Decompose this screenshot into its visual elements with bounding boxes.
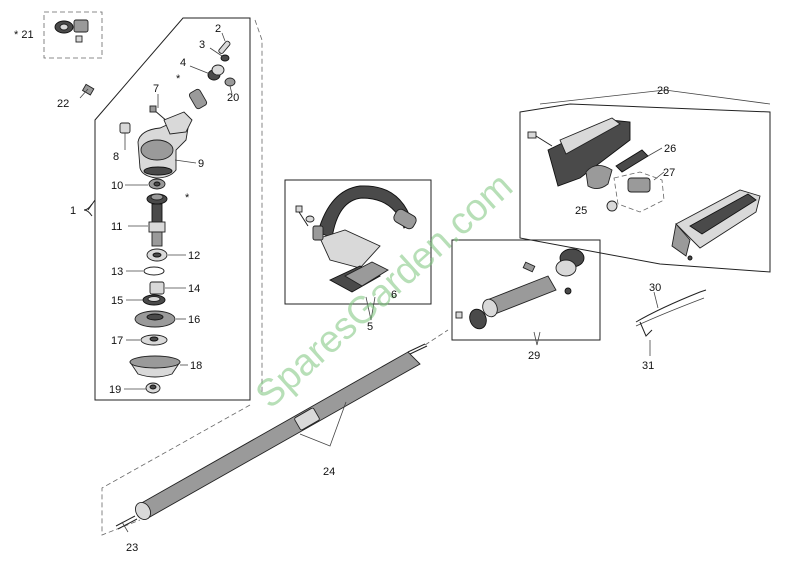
throttle-housing-right [671, 189, 761, 261]
clamp-icon [522, 248, 585, 295]
loop-handle-icon [317, 185, 417, 269]
callout-19: 19 [109, 384, 121, 396]
clamp-group-frame [451, 239, 601, 341]
callout-7: 7 [153, 83, 159, 95]
callout-11: 11 [111, 221, 122, 233]
callout-15: 15 [111, 295, 123, 307]
part-11-spindle [128, 203, 166, 247]
leader-5 [365, 296, 376, 321]
callout-5: 5 [367, 321, 373, 333]
throttle-group-frame [519, 103, 771, 273]
callout-16: 16 [188, 314, 200, 326]
leader-30 [653, 291, 659, 309]
callout-8: 8 [113, 151, 119, 163]
callout-26: 26 [664, 143, 676, 155]
shaft-dash-left [101, 404, 251, 536]
part-12-icon [146, 248, 186, 262]
handle-bolt-icon [295, 205, 324, 241]
handle-group-frame [284, 179, 432, 305]
dash-centerline [254, 19, 263, 395]
callout-31: 31 [642, 360, 654, 372]
leader-28 [539, 89, 771, 105]
part-27-dashed-group [613, 171, 665, 213]
part-2-icon [218, 32, 231, 54]
callout-1: 1 [70, 205, 76, 217]
throttle-housing-left [527, 117, 631, 187]
callout-23: 23 [126, 542, 138, 554]
part-3-icon [209, 47, 230, 62]
callout-18: 18 [190, 360, 202, 372]
part-23-icon [115, 515, 138, 533]
part-24-shaft-tube [135, 343, 428, 520]
callout-29: 29 [528, 350, 540, 362]
callout-4: 4 [180, 57, 186, 69]
gearhead-bracket [83, 203, 93, 217]
asterisk-top: * [176, 73, 181, 85]
shaft-dash-right [424, 329, 449, 346]
callout-27: 27 [663, 167, 675, 179]
callout-22: 22 [57, 98, 69, 110]
part-18-icon [129, 355, 188, 378]
part-13-icon [126, 266, 165, 276]
part-6-icon [329, 261, 389, 293]
part-31-clip [639, 321, 653, 337]
leader-27 [653, 171, 665, 181]
part-30-cable [635, 289, 707, 323]
tube-icon [455, 275, 557, 330]
bevel-gear-icon: * [146, 192, 190, 205]
callout-28: 28 [657, 85, 669, 97]
callout-14: 14 [188, 283, 200, 295]
part-15-icon [126, 294, 166, 306]
part-17-icon [126, 334, 168, 346]
callout-3: 3 [199, 39, 205, 51]
part-7-icon [149, 94, 169, 123]
asterisk-gear: * [185, 192, 190, 204]
callout-13: 13 [111, 266, 123, 278]
callout-17: 17 [111, 335, 123, 347]
leader-26 [647, 147, 663, 157]
part-10-icon [125, 178, 166, 190]
callout-20: 20 [227, 92, 239, 104]
inset-box-21 [43, 11, 103, 59]
part-9-gear-case [137, 111, 197, 179]
callout-12: 12 [188, 250, 200, 262]
part-21-icon [54, 19, 89, 43]
callout-24: 24 [323, 466, 335, 478]
callout-6: 6 [391, 289, 397, 301]
gearhead-group-frame [94, 17, 251, 401]
callout-10: 10 [111, 180, 123, 192]
part-8-icon [119, 122, 131, 150]
callout-9: 9 [198, 158, 204, 170]
part-30-cable-b [635, 297, 705, 327]
leader-29 [533, 331, 541, 346]
leader-24 [299, 401, 347, 447]
part-19-icon [124, 382, 161, 394]
part-22-icon [79, 83, 95, 99]
callout-25: 25 [575, 205, 587, 217]
callout-30: 30 [649, 282, 661, 294]
part-4-icon [189, 64, 225, 81]
part-16-icon [134, 310, 186, 328]
part-14-icon [149, 281, 186, 295]
part-20-icon [224, 77, 236, 95]
drive-pinion-icon: * [176, 73, 208, 110]
throttle-trigger-icon [585, 149, 651, 212]
callout-21: * 21 [14, 29, 34, 41]
callout-2: 2 [215, 23, 221, 35]
